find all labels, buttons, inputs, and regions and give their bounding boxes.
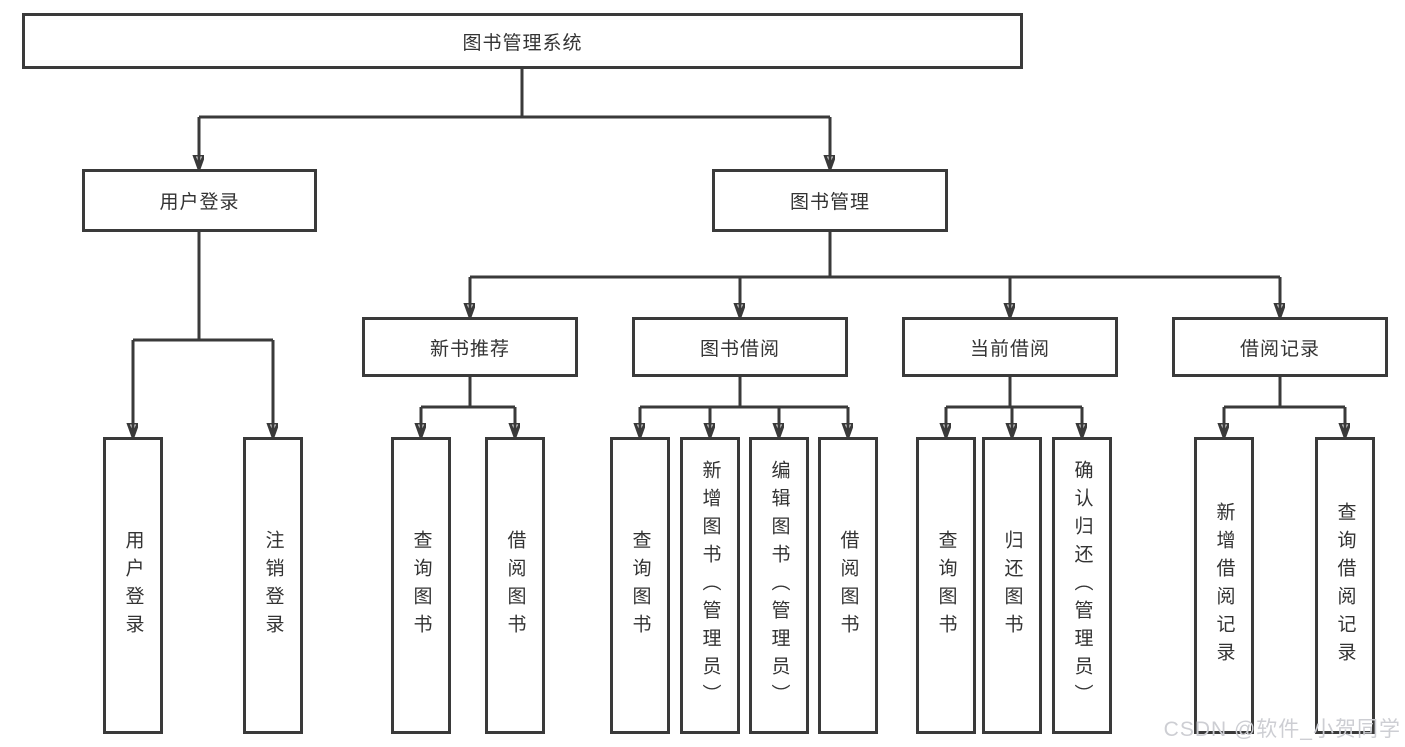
leaf-edit-book-admin: 编辑图书（管理员） [749,437,809,734]
node-label: 新增借阅记录 [1213,501,1235,670]
leaf-query-borrow-record: 查询借阅记录 [1315,437,1375,734]
leaf-confirm-return-admin: 确认归还（管理员） [1052,437,1112,734]
node-label: 查询借阅记录 [1334,501,1356,670]
node-book-borrow: 图书借阅 [632,317,848,377]
node-label: 用户登录 [159,192,240,213]
leaf-add-book-admin: 新增图书（管理员） [680,437,740,734]
node-library-management-system: 图书管理系统 [22,13,1023,69]
leaf-logout-login: 注销登录 [243,437,303,734]
node-label: 当前借阅 [969,338,1050,360]
node-user-login-branch: 用户登录 [82,169,317,232]
leaf-user-login: 用户登录 [103,437,163,734]
node-new-book-recommend: 新书推荐 [362,317,578,377]
node-label: 注销登录 [262,529,284,642]
leaf-borrow-book: 借阅图书 [818,437,878,734]
node-label: 新书推荐 [429,338,510,360]
node-label: 新增图书（管理员） [699,459,721,712]
node-label: 查询图书 [410,529,432,642]
node-label: 借阅图书 [504,529,526,642]
node-label: 确认归还（管理员） [1071,459,1093,712]
node-label: 图书借阅 [699,338,780,360]
leaf-query-books-recommend: 查询图书 [391,437,451,734]
csdn-watermark: CSDN @软件_小贺同学 [1163,718,1401,741]
node-label: 归还图书 [1001,529,1023,642]
node-label: 用户登录 [122,529,144,642]
node-current-borrow: 当前借阅 [902,317,1118,377]
node-label: 查询图书 [935,529,957,642]
node-label: 借阅图书 [837,529,859,642]
leaf-query-books-borrow: 查询图书 [610,437,670,734]
node-book-management-branch: 图书管理 [712,169,948,232]
leaf-return-book: 归还图书 [982,437,1042,734]
node-label: 图书管理系统 [462,32,583,54]
node-label: 借阅记录 [1239,338,1320,360]
node-label: 查询图书 [629,529,651,642]
node-borrow-records: 借阅记录 [1172,317,1388,377]
leaf-borrow-books-recommend: 借阅图书 [485,437,545,734]
node-label: 编辑图书（管理员） [768,459,790,712]
node-label: 图书管理 [789,192,870,213]
leaf-query-books-current: 查询图书 [916,437,976,734]
leaf-add-borrow-record: 新增借阅记录 [1194,437,1254,734]
